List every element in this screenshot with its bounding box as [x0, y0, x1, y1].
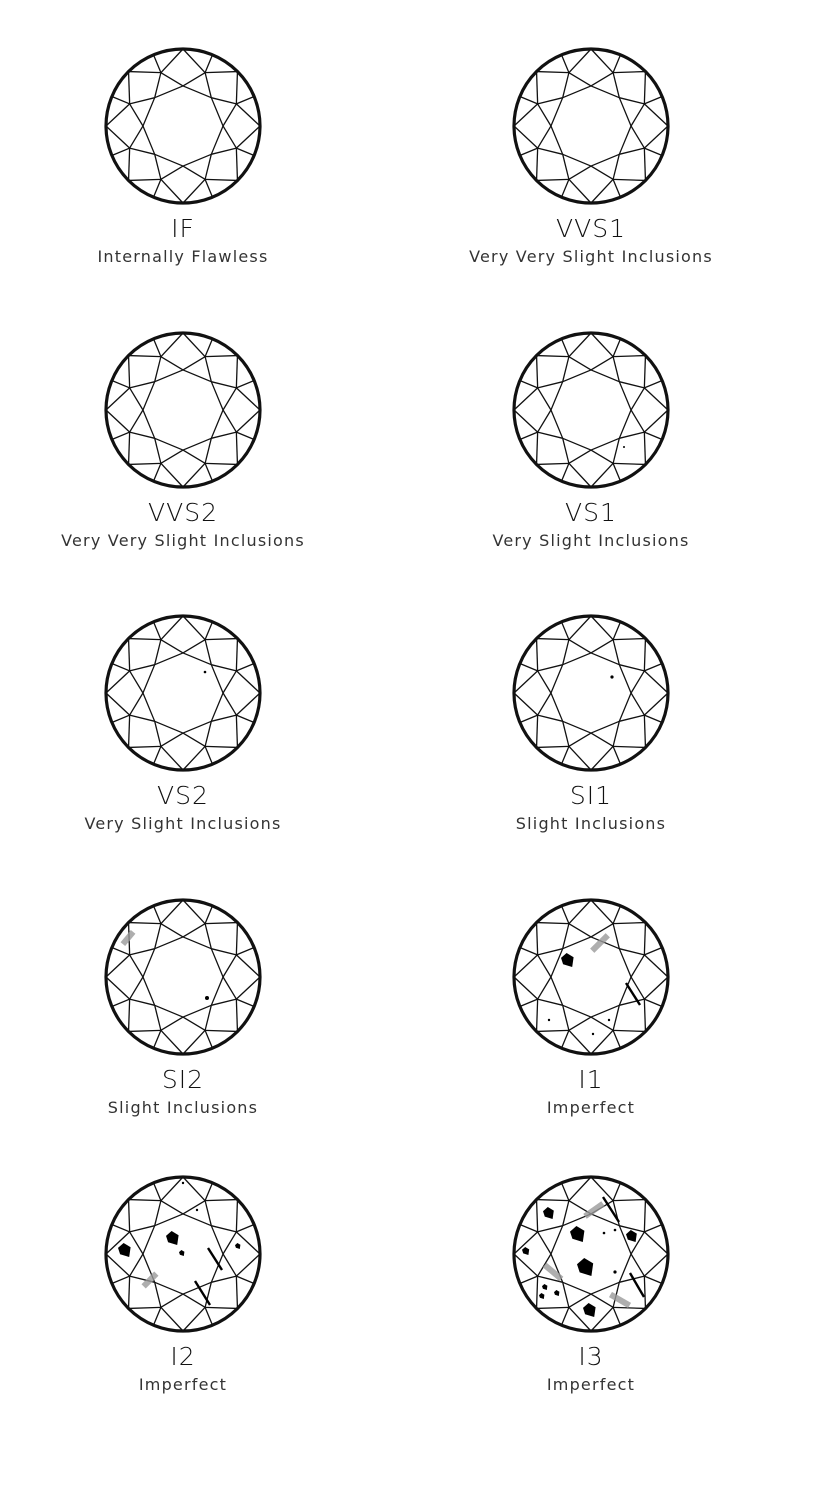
facet-lines [513, 48, 669, 204]
diamond-diagram [512, 614, 670, 772]
girdle-outline [512, 331, 670, 489]
crystal-inclusion [166, 1231, 179, 1245]
grade-code: IF [171, 214, 195, 243]
pinpoint-inclusion [203, 670, 207, 674]
facet-lines [513, 899, 669, 1055]
facet-lines [513, 615, 669, 771]
pinpoint-inclusion [205, 996, 209, 1000]
crystal-inclusion [570, 1226, 585, 1242]
grade-code: I2 [170, 1342, 196, 1371]
pinpoint-inclusion [547, 1018, 551, 1022]
grade-description: Internally Flawless [97, 247, 269, 266]
pinpoint-inclusion [607, 1018, 611, 1022]
grade-code: SI2 [161, 1065, 205, 1094]
grade-code: VVS2 [148, 498, 218, 527]
crystal-inclusion [561, 953, 574, 967]
needle-inclusion [601, 1196, 621, 1223]
feather-inclusion [608, 1291, 632, 1309]
pinpoint-inclusion [602, 1231, 606, 1235]
facet-lines [513, 332, 669, 488]
girdle-outline [512, 1175, 670, 1333]
grade-description: Imperfect [546, 1375, 636, 1394]
crystal-inclusion [179, 1250, 185, 1256]
grade-description: Very Slight Inclusions [492, 531, 690, 550]
grade-code: I3 [578, 1342, 604, 1371]
needle-inclusion [206, 1247, 224, 1271]
needle-inclusion [628, 1272, 646, 1298]
feather-inclusion [542, 1262, 564, 1282]
facet-lines [513, 1176, 669, 1332]
pinpoint-inclusion [623, 446, 625, 448]
grade-code: I1 [578, 1065, 604, 1094]
crystal-inclusion [522, 1247, 530, 1255]
girdle-outline [104, 331, 262, 489]
grade-description: Very Very Slight Inclusions [61, 531, 305, 550]
crystal-inclusion [539, 1293, 545, 1299]
pinpoint-inclusion [613, 1270, 617, 1274]
girdle-outline [104, 898, 262, 1056]
grade-code: VS2 [157, 781, 209, 810]
grade-description: Slight Inclusions [515, 814, 667, 833]
diamond-diagram [104, 331, 262, 489]
diamond-diagram [104, 614, 262, 772]
girdle-outline [104, 614, 262, 772]
needle-inclusion [193, 1280, 212, 1306]
girdle-outline [104, 1175, 262, 1333]
crystal-inclusion [235, 1243, 241, 1249]
grade-code: VS1 [565, 498, 617, 527]
grade-description: Very Very Slight Inclusions [469, 247, 713, 266]
diamond-diagram [104, 898, 262, 1056]
diamond-diagram [104, 47, 262, 205]
feather-inclusion [120, 929, 136, 947]
girdle-outline [512, 47, 670, 205]
pinpoint-inclusion [195, 1208, 199, 1212]
pinpoint-inclusion [610, 675, 614, 679]
grade-description: Imperfect [138, 1375, 228, 1394]
grade-code: VVS1 [556, 214, 626, 243]
girdle-outline [104, 47, 262, 205]
grade-code: SI1 [569, 781, 613, 810]
facet-lines [105, 48, 261, 204]
diamond-diagram [512, 47, 670, 205]
crystal-inclusion [583, 1303, 596, 1317]
crystal-inclusion [554, 1290, 560, 1296]
facet-lines [105, 615, 261, 771]
pinpoint-inclusion [591, 1032, 595, 1036]
diamond-diagram [104, 1175, 262, 1333]
grade-description: Imperfect [546, 1098, 636, 1117]
crystal-inclusion [118, 1243, 131, 1257]
girdle-outline [512, 614, 670, 772]
facet-lines [105, 332, 261, 488]
feather-inclusion [141, 1271, 159, 1289]
grade-description: Very Slight Inclusions [84, 814, 282, 833]
diamond-diagram [512, 898, 670, 1056]
needle-inclusion [624, 982, 642, 1006]
diamond-diagram [512, 1175, 670, 1333]
facet-lines [105, 1176, 261, 1332]
crystal-inclusion [626, 1230, 637, 1242]
diamond-diagram [512, 331, 670, 489]
pinpoint-inclusion [181, 1181, 185, 1185]
crystal-inclusion [577, 1258, 594, 1276]
feather-inclusion [583, 1201, 605, 1219]
grade-description: Slight Inclusions [107, 1098, 259, 1117]
pinpoint-inclusion [613, 1228, 617, 1232]
crystal-inclusion [543, 1207, 554, 1219]
facet-lines [105, 899, 261, 1055]
crystal-inclusion [542, 1284, 548, 1290]
feather-inclusion [590, 933, 610, 953]
girdle-outline [512, 898, 670, 1056]
clarity-grade-if: IF Internally Flawless [0, 44, 383, 268]
